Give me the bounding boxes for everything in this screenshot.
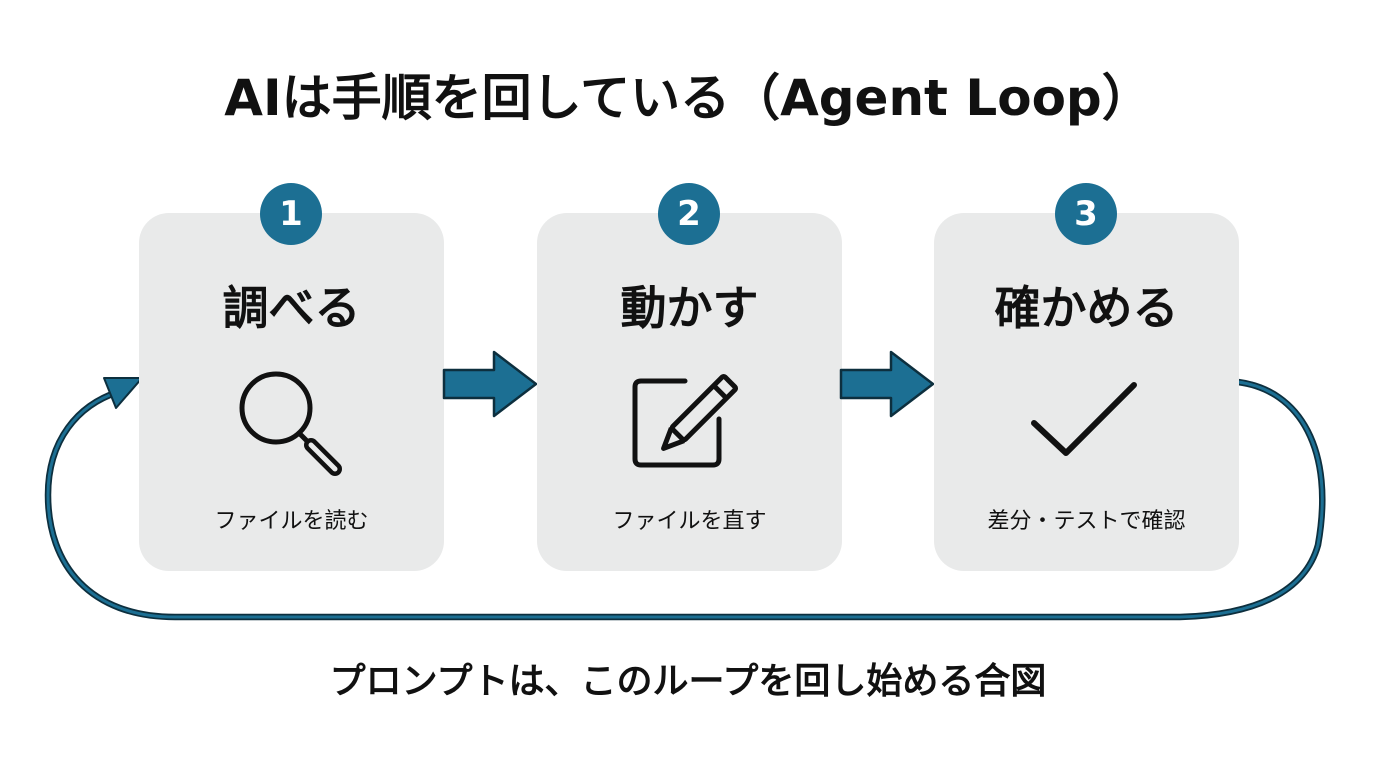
step-card-act: 2 動かす ファイルを直す — [537, 183, 842, 571]
step-number-badge: 2 — [658, 183, 720, 245]
flow-arrow-icon — [839, 350, 935, 418]
checkmark-icon — [1031, 382, 1137, 456]
step-caption: ファイルを直す — [612, 509, 767, 534]
flow-arrow-icon — [442, 350, 538, 418]
step-title: 確かめる — [994, 281, 1179, 335]
step-caption: 差分・テストで確認 — [987, 509, 1186, 534]
step-number-badge: 3 — [1055, 183, 1117, 245]
footer-caption: プロンプトは、このループを回し始める合図 — [329, 661, 1047, 702]
step-card-investigate: 1 調べる ファイルを読む — [139, 183, 444, 571]
step-caption: ファイルを読む — [214, 509, 369, 534]
magnifier-icon — [239, 371, 342, 476]
step-card-verify: 3 確かめる 差分・テストで確認 — [934, 183, 1239, 571]
pencil-edit-icon — [632, 373, 739, 468]
step-title: 動かす — [620, 281, 759, 335]
step-number-badge: 1 — [260, 183, 322, 245]
step-title: 調べる — [222, 281, 361, 335]
loop-arrowhead — [103, 377, 143, 409]
page-title: AIは手順を回している（Agent Loop） — [224, 69, 1152, 127]
